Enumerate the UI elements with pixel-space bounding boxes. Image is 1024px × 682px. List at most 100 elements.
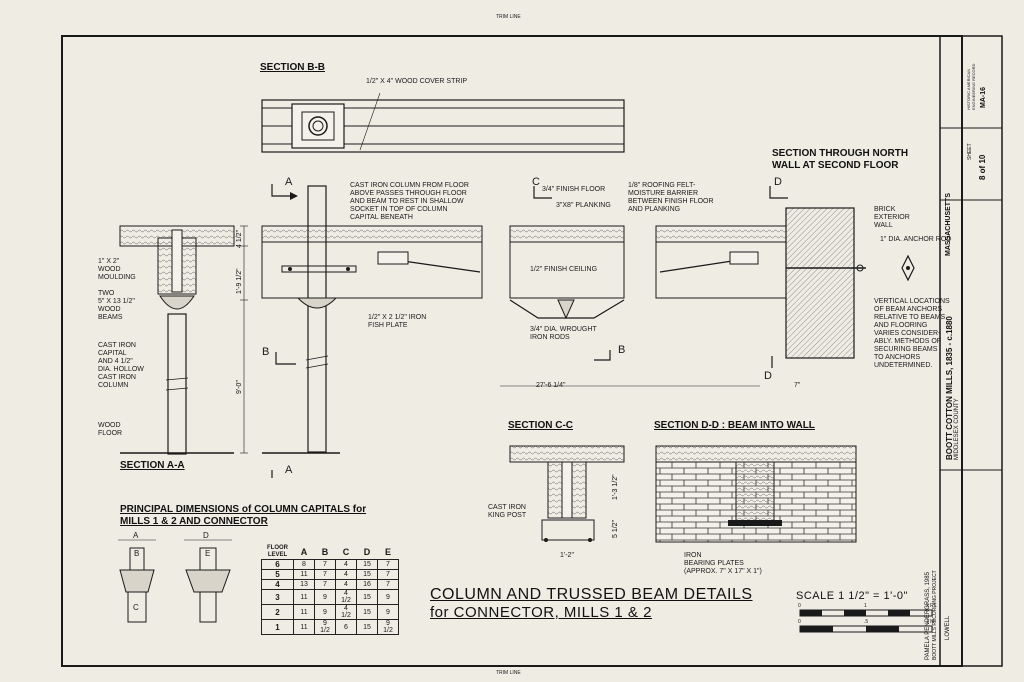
label-planking: 3"x8" PLANKING — [556, 202, 611, 209]
cut-marker-d-top: D — [774, 176, 782, 188]
table-header-a: A — [300, 547, 308, 557]
label-fish-plate: 1/2" x 2 1/2" IRON FISH PLATE — [368, 314, 427, 329]
label-cast-iron-capital: CAST IRON CAPITAL AND 4 1/2" DIA. HOLLOW… — [98, 342, 144, 389]
table-cell: 7 — [314, 569, 336, 580]
dim-7: 7" — [794, 382, 801, 389]
table-cell: 7 — [377, 559, 399, 570]
table-cell: 7 — [377, 579, 399, 590]
title-block-location: LOWELL — [945, 615, 951, 640]
cut-marker-b-right: B — [618, 344, 626, 356]
label-finish-ceiling: 1/2" FINISH CEILING — [530, 266, 598, 273]
table-cell: 9 1/2 — [314, 619, 336, 635]
title-block-county: MIDDLESEX COUNTY — [954, 398, 960, 460]
label-cast-iron-column: CAST IRON COLUMN FROM FLOOR ABOVE PASSES… — [350, 182, 469, 221]
table-cell: 15 — [356, 589, 378, 605]
table-cell: 4 1/2 — [335, 589, 357, 605]
dim-27-6: 27'-6 1/4" — [536, 382, 566, 389]
table-header-row: FLOOR LEVEL A B C D E — [262, 545, 399, 560]
heading-section-north: SECTION THROUGH NORTH WALL AT SECOND FLO… — [772, 148, 909, 171]
title-block-project: BOOTT COTTON MILLS, 1835 - c.1880 — [945, 316, 954, 460]
table-cell: 6 — [335, 619, 357, 635]
table-header-c: C — [342, 547, 350, 557]
dim-1-9-half: 1'-9 1/2" — [236, 268, 243, 294]
table-cell: 3 — [261, 589, 294, 605]
dim-cc-1-2: 1'-2" — [560, 552, 574, 559]
drawing-title: COLUMN AND TRUSSED BEAM DETAILS — [430, 586, 753, 603]
dim-9-0: 9'-0" — [236, 380, 243, 394]
table-header-e: E — [384, 547, 391, 557]
scale-bar-drawing — [799, 609, 933, 633]
capital-letter-e: E — [205, 549, 211, 558]
table-cell: 13 — [293, 579, 315, 590]
dim-cc-5-half: 5 1/2" — [612, 519, 619, 538]
title-block-frame — [939, 35, 1003, 667]
table-cell: 9 — [314, 589, 336, 605]
table-cell: 7 — [314, 559, 336, 570]
table-cell: 6 — [261, 559, 294, 570]
label-bearing-plates: IRON BEARING PLATES (APPROX. 7" x 17" x … — [684, 552, 762, 575]
beam-elevation-d — [655, 186, 915, 368]
beam-elevation-a — [261, 184, 483, 478]
table-cell: 1 — [261, 619, 294, 635]
capital-letter-a: A — [133, 531, 139, 540]
table-cell: 4 — [335, 559, 357, 570]
table-cell: 11 — [293, 604, 315, 620]
title-block-survey-no: MA-16 — [980, 86, 987, 108]
title-block-delineator: PAMELA PENDERGRASS, 1985 — [925, 572, 931, 660]
table-cell: 4 — [335, 569, 357, 580]
cut-marker-c: C — [532, 176, 540, 188]
table-cell: 9 — [314, 604, 336, 620]
table-cell: 11 — [293, 619, 315, 635]
drawing-subtitle: for CONNECTOR, MILLS 1 & 2 — [430, 604, 652, 621]
table-cell: 2 — [261, 604, 294, 620]
table-cell: 11 — [293, 589, 315, 605]
section-cc-drawing — [509, 445, 625, 542]
table-cell: 4 1/2 — [335, 604, 357, 620]
section-aa-drawing — [119, 225, 248, 455]
table-header-b: B — [321, 547, 329, 557]
capital-letter-d: D — [203, 531, 209, 540]
table-cell: 11 — [293, 569, 315, 580]
heading-section-aa: SECTION A-A — [120, 460, 185, 471]
table-cell: 9 — [377, 589, 399, 605]
table-cell: 5 — [261, 569, 294, 580]
title-block-sheet-value: 8 of 10 — [978, 154, 987, 180]
label-roofing-felt: 1/8" ROOFING FELT- MOISTURE BARRIER BETW… — [628, 182, 714, 213]
table-cell: 4 — [261, 579, 294, 590]
label-finish-floor: 3/4" FINISH FLOOR — [542, 186, 606, 193]
label-wood-beams: TWO 5" x 13 1/2" WOOD BEAMS — [98, 290, 135, 321]
label-vertical-locations: VERTICAL LOCATIONS OF BEAM ANCHORS RELAT… — [874, 298, 950, 369]
heading-principal-dims: PRINCIPAL DIMENSIONS of COLUMN CAPITALS … — [120, 504, 367, 527]
label-king-post: CAST IRON KING POST — [488, 504, 527, 519]
scale-label: SCALE 1 1/2" = 1'-0" — [796, 590, 908, 602]
label-wood-moulding: 1" x 2" WOOD MOULDING — [98, 258, 136, 281]
label-brick-wall: BRICK EXTERIOR WALL — [874, 206, 910, 229]
scale-m-0: 0 — [798, 619, 801, 625]
trim-line-bottom: TRIM LINE — [496, 670, 521, 676]
table-cell: 15 — [356, 604, 378, 620]
heading-section-bb: SECTION B-B — [260, 62, 325, 73]
label-cover-strip: 1/2" x 4" WOOD COVER STRIP — [366, 78, 468, 85]
table-cell: 15 — [356, 619, 378, 635]
scale-m-1: 1 M — [926, 619, 935, 625]
heading-section-cc: SECTION C-C — [508, 420, 573, 431]
principal-capitals-drawing — [118, 539, 232, 623]
label-iron-rods: 3/4" DIA. WROUGHT IRON RODS — [530, 326, 597, 341]
cut-marker-a-top: A — [285, 176, 293, 188]
title-block-sheet-label: SHEET — [967, 143, 973, 160]
scale-m-half: .5 — [864, 619, 869, 625]
table-cell: 15 — [356, 559, 378, 570]
table-cell: 7 — [377, 569, 399, 580]
section-bb-drawing — [261, 92, 625, 153]
table-header-d: D — [363, 547, 371, 557]
label-wood-floor: WOOD FLOOR — [98, 422, 123, 437]
capital-letter-c: C — [133, 603, 139, 612]
table-cell: 9 — [377, 604, 399, 620]
heading-section-dd: SECTION D-D : BEAM INTO WALL — [654, 420, 815, 431]
